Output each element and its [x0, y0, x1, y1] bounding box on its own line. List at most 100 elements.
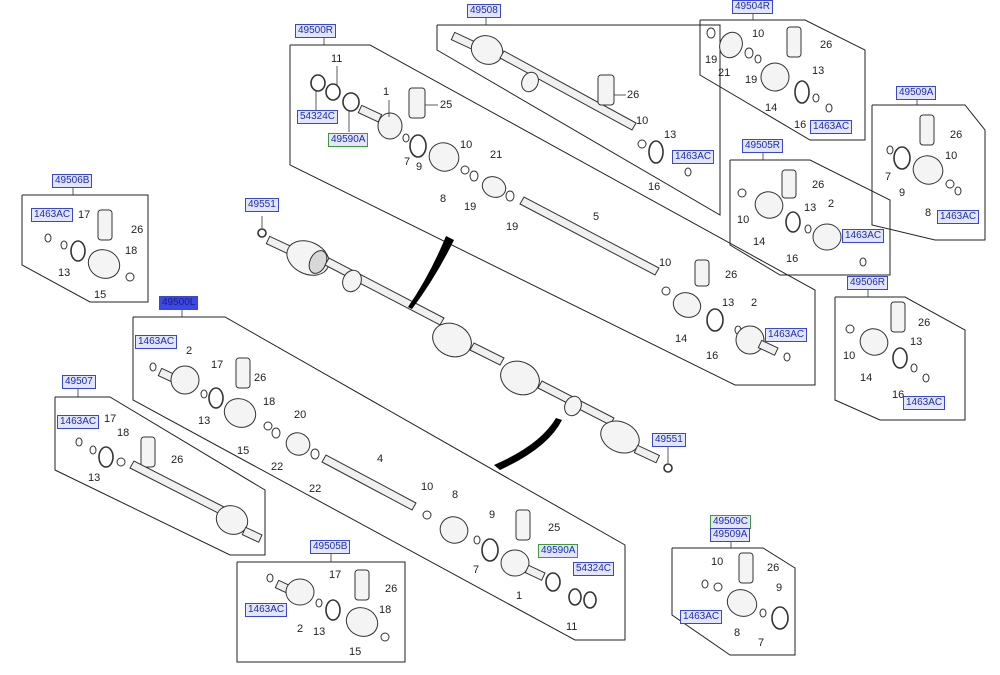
- code-1463AC-49500R[interactable]: 1463AC: [765, 328, 808, 342]
- part-num: 1: [383, 86, 390, 98]
- part-num: 2: [751, 297, 758, 309]
- parts-49500R: [310, 66, 791, 362]
- part-num: 17: [211, 359, 224, 371]
- code-1463AC-49509A[interactable]: 1463AC: [937, 210, 980, 224]
- code-1463AC-49506R[interactable]: 1463AC: [903, 396, 946, 410]
- group-code-49500R[interactable]: 49500R: [295, 24, 337, 38]
- code-54324C-r[interactable]: 54324C: [297, 110, 339, 124]
- part-num: 8: [925, 207, 932, 219]
- part-num: 2: [828, 198, 835, 210]
- part-num: 13: [722, 297, 735, 309]
- part-num: 7: [885, 171, 892, 183]
- group-code-49509A[interactable]: 49509A: [896, 86, 937, 100]
- code-1463AC-49504R[interactable]: 1463AC: [810, 120, 853, 134]
- frame-49505R: [729, 152, 891, 276]
- part-num: 20: [294, 409, 307, 421]
- parts-49508: [450, 31, 692, 177]
- part-num: 17: [104, 413, 117, 425]
- code-1463AC-49509A-bottom[interactable]: 1463AC: [680, 610, 723, 624]
- part-num: 16: [786, 253, 799, 265]
- part-num: 18: [117, 427, 130, 439]
- code-49590A-r[interactable]: 49590A: [328, 133, 369, 147]
- frame-49507: [54, 388, 266, 556]
- part-num: 26: [725, 269, 738, 281]
- part-num: 16: [892, 389, 905, 401]
- code-49590A-l[interactable]: 49590A: [538, 544, 579, 558]
- parts-49509A-bottom: [701, 552, 789, 630]
- part-num: 25: [440, 99, 453, 111]
- part-num: 8: [452, 489, 459, 501]
- parts-49505R: [737, 169, 867, 267]
- part-num: 9: [489, 509, 496, 521]
- part-num: 25: [548, 522, 561, 534]
- part-num: 14: [753, 236, 766, 248]
- part-num: 14: [860, 372, 873, 384]
- group-code-49506B[interactable]: 49506B: [52, 174, 93, 188]
- part-num: 22: [309, 483, 322, 495]
- parts-49509A-right: [886, 114, 962, 196]
- parts-49500L: [149, 357, 597, 609]
- group-code-49508[interactable]: 49508: [467, 4, 501, 18]
- part-num: 4: [377, 453, 384, 465]
- part-num: 11: [566, 621, 578, 633]
- part-num: 11: [331, 53, 343, 65]
- group-code-49509C[interactable]: 49509C: [710, 515, 752, 529]
- part-num: 13: [804, 202, 817, 214]
- part-num: 26: [627, 89, 640, 101]
- parts-49506B: [44, 209, 135, 282]
- part-num: 10: [636, 115, 649, 127]
- part-num: 10: [460, 139, 473, 151]
- parts-49506R: [845, 301, 930, 383]
- hub-nut-bottom: [663, 447, 673, 473]
- part-num: 26: [131, 224, 144, 236]
- code-1463AC-49508[interactable]: 1463AC: [672, 150, 715, 164]
- part-num: 17: [78, 209, 91, 221]
- part-num: 13: [313, 626, 326, 638]
- parts-49504R: [706, 26, 833, 113]
- part-num: 26: [171, 454, 184, 466]
- part-num: 18: [379, 604, 392, 616]
- part-num: 19: [506, 221, 519, 233]
- group-code-49504R[interactable]: 49504R: [732, 0, 774, 14]
- frame-49500L: [132, 309, 626, 641]
- part-num: 26: [950, 129, 963, 141]
- part-num: 7: [404, 156, 411, 168]
- code-1463AC-49500L[interactable]: 1463AC: [135, 335, 178, 349]
- group-code-49509A-bottom[interactable]: 49509A: [710, 528, 751, 542]
- frame-49509A-right: [871, 99, 986, 241]
- code-54324C-l[interactable]: 54324C: [573, 562, 615, 576]
- bend-indicator-bottom: [494, 418, 562, 470]
- part-num: 2: [297, 623, 304, 635]
- part-num: 15: [237, 445, 250, 457]
- part-num: 7: [758, 637, 765, 649]
- frame-49506B: [21, 187, 149, 303]
- frame-49500R: [289, 36, 816, 386]
- code-1463AC-49505B[interactable]: 1463AC: [245, 603, 288, 617]
- part-num: 19: [745, 74, 758, 86]
- frame-49506R: [834, 289, 966, 421]
- part-num: 2: [186, 345, 193, 357]
- group-code-49506R[interactable]: 49506R: [847, 276, 889, 290]
- code-1463AC-49506B[interactable]: 1463AC: [31, 208, 74, 222]
- part-num: 1: [516, 590, 523, 602]
- part-num: 5: [593, 211, 600, 223]
- group-code-49500L[interactable]: 49500L: [159, 296, 199, 310]
- hub-nut-code-top[interactable]: 49551: [245, 198, 279, 212]
- frame-49505B: [236, 553, 406, 663]
- hub-nut-top: [257, 216, 267, 238]
- group-code-49507[interactable]: 49507: [62, 375, 96, 389]
- hub-nut-code-bottom[interactable]: 49551: [652, 433, 686, 447]
- code-1463AC-49507[interactable]: 1463AC: [57, 415, 100, 429]
- part-num: 14: [675, 333, 688, 345]
- part-num: 26: [820, 39, 833, 51]
- group-code-49505R[interactable]: 49505R: [742, 139, 784, 153]
- part-num: 15: [94, 289, 107, 301]
- part-num: 10: [737, 214, 750, 226]
- part-num: 19: [705, 54, 718, 66]
- part-num: 17: [329, 569, 342, 581]
- center-drive-shaft: [265, 235, 661, 470]
- group-code-49505B[interactable]: 49505B: [310, 540, 351, 554]
- part-num: 10: [659, 257, 672, 269]
- part-num: 18: [125, 245, 138, 257]
- code-1463AC-49505R[interactable]: 1463AC: [842, 229, 885, 243]
